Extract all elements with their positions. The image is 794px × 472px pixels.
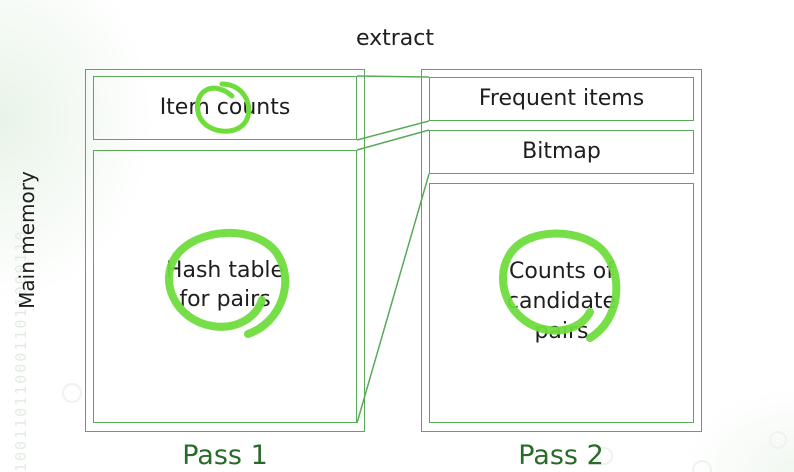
pass1-memory-box [85,69,365,432]
connector-lines [356,75,430,424]
pass2-memory-box [421,69,702,432]
item-counts-label: Item counts [159,95,291,120]
item-counts-box [93,76,357,140]
bitmap-label: Bitmap [522,139,601,164]
connector-itemcounts-top [356,75,430,78]
hash-table-highlight-circle [164,229,290,338]
counts-label-line2: candidate [506,289,617,314]
decorative-bg-circles [62,383,787,472]
counts-highlight-circle [498,229,621,342]
connector-itemcounts-bottom [356,120,430,141]
counts-label-line1: Counts of [509,259,614,284]
pass1-title: Pass 1 [182,440,268,471]
frequent-items-label: Frequent items [478,86,645,111]
extract-label: extract [355,26,435,51]
bitmap-box [429,130,694,174]
hash-table-label-line1: Hash table [165,258,285,283]
pass2-title: Pass 2 [518,440,604,471]
hash-table-box [93,150,357,423]
item-counts-highlight-circle [195,81,252,134]
connector-hashtable-bottom [356,173,430,424]
highlight-scribbles [164,81,621,342]
counts-box [429,183,694,423]
connector-hashtable-top [356,129,430,151]
frequent-items-box [429,77,694,121]
